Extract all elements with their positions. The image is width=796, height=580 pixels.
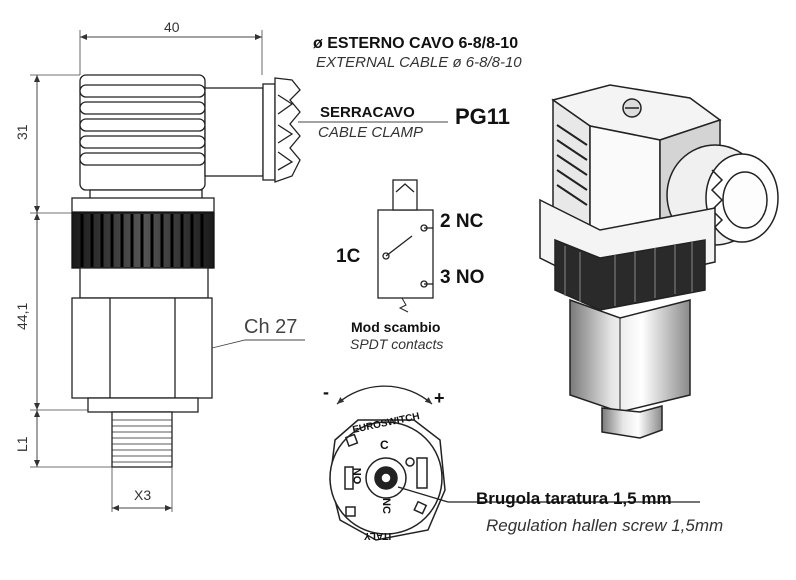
screw-label-it: Brugola taratura 1,5 mm <box>476 489 672 508</box>
dimension-width: 40 <box>164 19 180 35</box>
dial-no-label: NO <box>350 467 363 485</box>
spdt-schematic <box>377 179 434 313</box>
dimension-x3: X3 <box>134 487 152 503</box>
perspective-view <box>539 84 779 439</box>
screw-label-en: Regulation hallen screw 1,5mm <box>486 516 724 535</box>
dial-nc-label: NC <box>379 498 392 514</box>
contact-mode-it: Mod scambio <box>351 319 441 335</box>
dimension-l1: L1 <box>14 436 30 452</box>
dial-minus: - <box>323 382 329 402</box>
dimension-height-mid: 44,1 <box>14 302 30 330</box>
dial-c-label: C <box>380 438 389 452</box>
cable-clamp-code: PG11 <box>455 104 511 129</box>
cable-clamp-en: CABLE CLAMP <box>318 124 424 141</box>
contact-mode-en: SPDT contacts <box>350 336 444 352</box>
cable-clamp-it: SERRACAVO <box>320 104 415 121</box>
contact-common: 1C <box>336 246 361 267</box>
dimension-height-top: 31 <box>14 124 30 140</box>
cable-diameter-en: EXTERNAL CABLE ø 6-8/8-10 <box>316 54 522 71</box>
dial-origin: ITALY <box>364 530 392 541</box>
adjustment-dial <box>329 385 700 541</box>
contact-nc: 2 NC <box>440 211 484 232</box>
cable-diameter-it: ø ESTERNO CAVO 6-8/8-10 <box>313 35 519 52</box>
hex-size-label: Ch 27 <box>244 316 298 338</box>
dial-plus: + <box>434 388 445 408</box>
side-view <box>30 30 448 512</box>
contact-no: 3 NO <box>440 267 485 288</box>
